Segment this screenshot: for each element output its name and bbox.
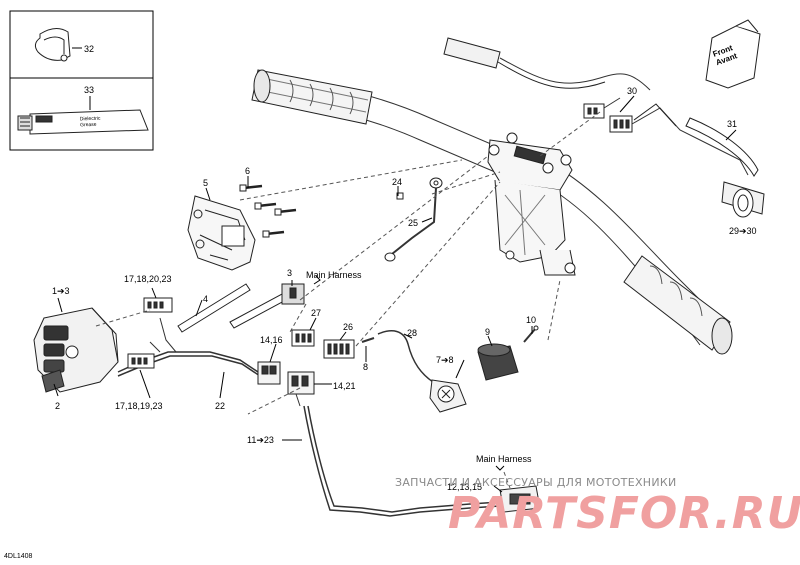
bracket-5	[187, 195, 256, 271]
callout-17-18-20-23: 17,18,20,23	[124, 274, 172, 284]
pin-10	[523, 325, 539, 343]
main-harness-label-top: Main Harness	[306, 270, 362, 280]
main-harness-label-bottom: Main Harness	[476, 454, 532, 464]
watermark-tagline: ЗАПЧАСТИ И АКСЕССУАРЫ ДЛЯ МОТОТЕХНИКИ	[395, 476, 677, 489]
connector-27	[291, 329, 315, 347]
grease-tube-label: Dielectric Grease	[80, 116, 101, 129]
sleeve-3	[229, 283, 305, 329]
clip-32	[34, 28, 71, 62]
callout-9: 9	[485, 327, 491, 337]
screw-24	[396, 192, 404, 200]
sleeve-4	[177, 283, 251, 333]
callout-27: 27	[311, 308, 322, 318]
callout-1-3: 1➔3	[52, 286, 70, 296]
connector-12-13-15	[499, 485, 541, 513]
callout-5: 5	[203, 178, 209, 188]
callout-14-16: 14,16	[260, 335, 283, 345]
switch-7-8	[429, 379, 467, 413]
callout-25: 25	[408, 218, 419, 228]
connector-26	[323, 339, 355, 359]
left-grip	[251, 69, 373, 125]
callout-24: 24	[392, 177, 403, 187]
switch-2	[41, 369, 65, 393]
grip-heater-29	[721, 181, 765, 218]
drawing-code: 4DL1408	[4, 553, 33, 560]
callout-22: 22	[215, 401, 226, 411]
callout-6: 6	[245, 166, 251, 176]
grease-tube-line2: Grease	[80, 121, 97, 129]
handlebar-riser	[487, 132, 576, 276]
switch-housing-1-3	[33, 307, 119, 393]
knob-9	[477, 343, 519, 381]
callout-30: 30	[627, 86, 638, 96]
handlebar	[251, 69, 733, 355]
callout-2: 2	[55, 401, 61, 411]
callout-33: 33	[84, 85, 95, 95]
callout-26: 26	[343, 322, 354, 332]
front-arrow-sign	[705, 19, 761, 89]
callout-28: 28	[407, 328, 418, 338]
callout-3: 3	[287, 268, 293, 278]
right-grip	[623, 255, 733, 355]
throttle-cable	[443, 37, 651, 91]
callout-14-21: 14,21	[333, 381, 356, 391]
label-leaders	[53, 47, 737, 493]
harness-22	[117, 297, 273, 385]
hose-31	[685, 117, 759, 177]
watermark-brand: PARTSFOR.RU	[448, 488, 800, 539]
callout-8: 8	[363, 362, 369, 372]
wire-28	[377, 330, 441, 387]
callout-29-30: 29➔30	[729, 226, 757, 236]
callout-31: 31	[727, 119, 738, 129]
callout-12-13-15: 12,13,15	[447, 482, 483, 492]
connector-14-21	[287, 371, 315, 407]
connector-14-16	[257, 361, 281, 385]
harness-11-23	[303, 405, 501, 517]
screws-6	[239, 184, 297, 238]
callout-10: 10	[526, 315, 537, 325]
connector-30	[583, 97, 749, 176]
callout-32: 32	[84, 44, 95, 54]
ground-wire-25	[384, 177, 443, 262]
callout-4: 4	[203, 294, 209, 304]
callout-11-23: 11➔23	[247, 435, 274, 445]
callout-7-8: 7➔8	[436, 355, 454, 365]
callout-17-18-19-23: 17,18,19,23	[115, 401, 163, 411]
leader-lines	[95, 111, 601, 489]
grease-tube-33	[17, 109, 149, 135]
pin-8	[361, 337, 375, 343]
